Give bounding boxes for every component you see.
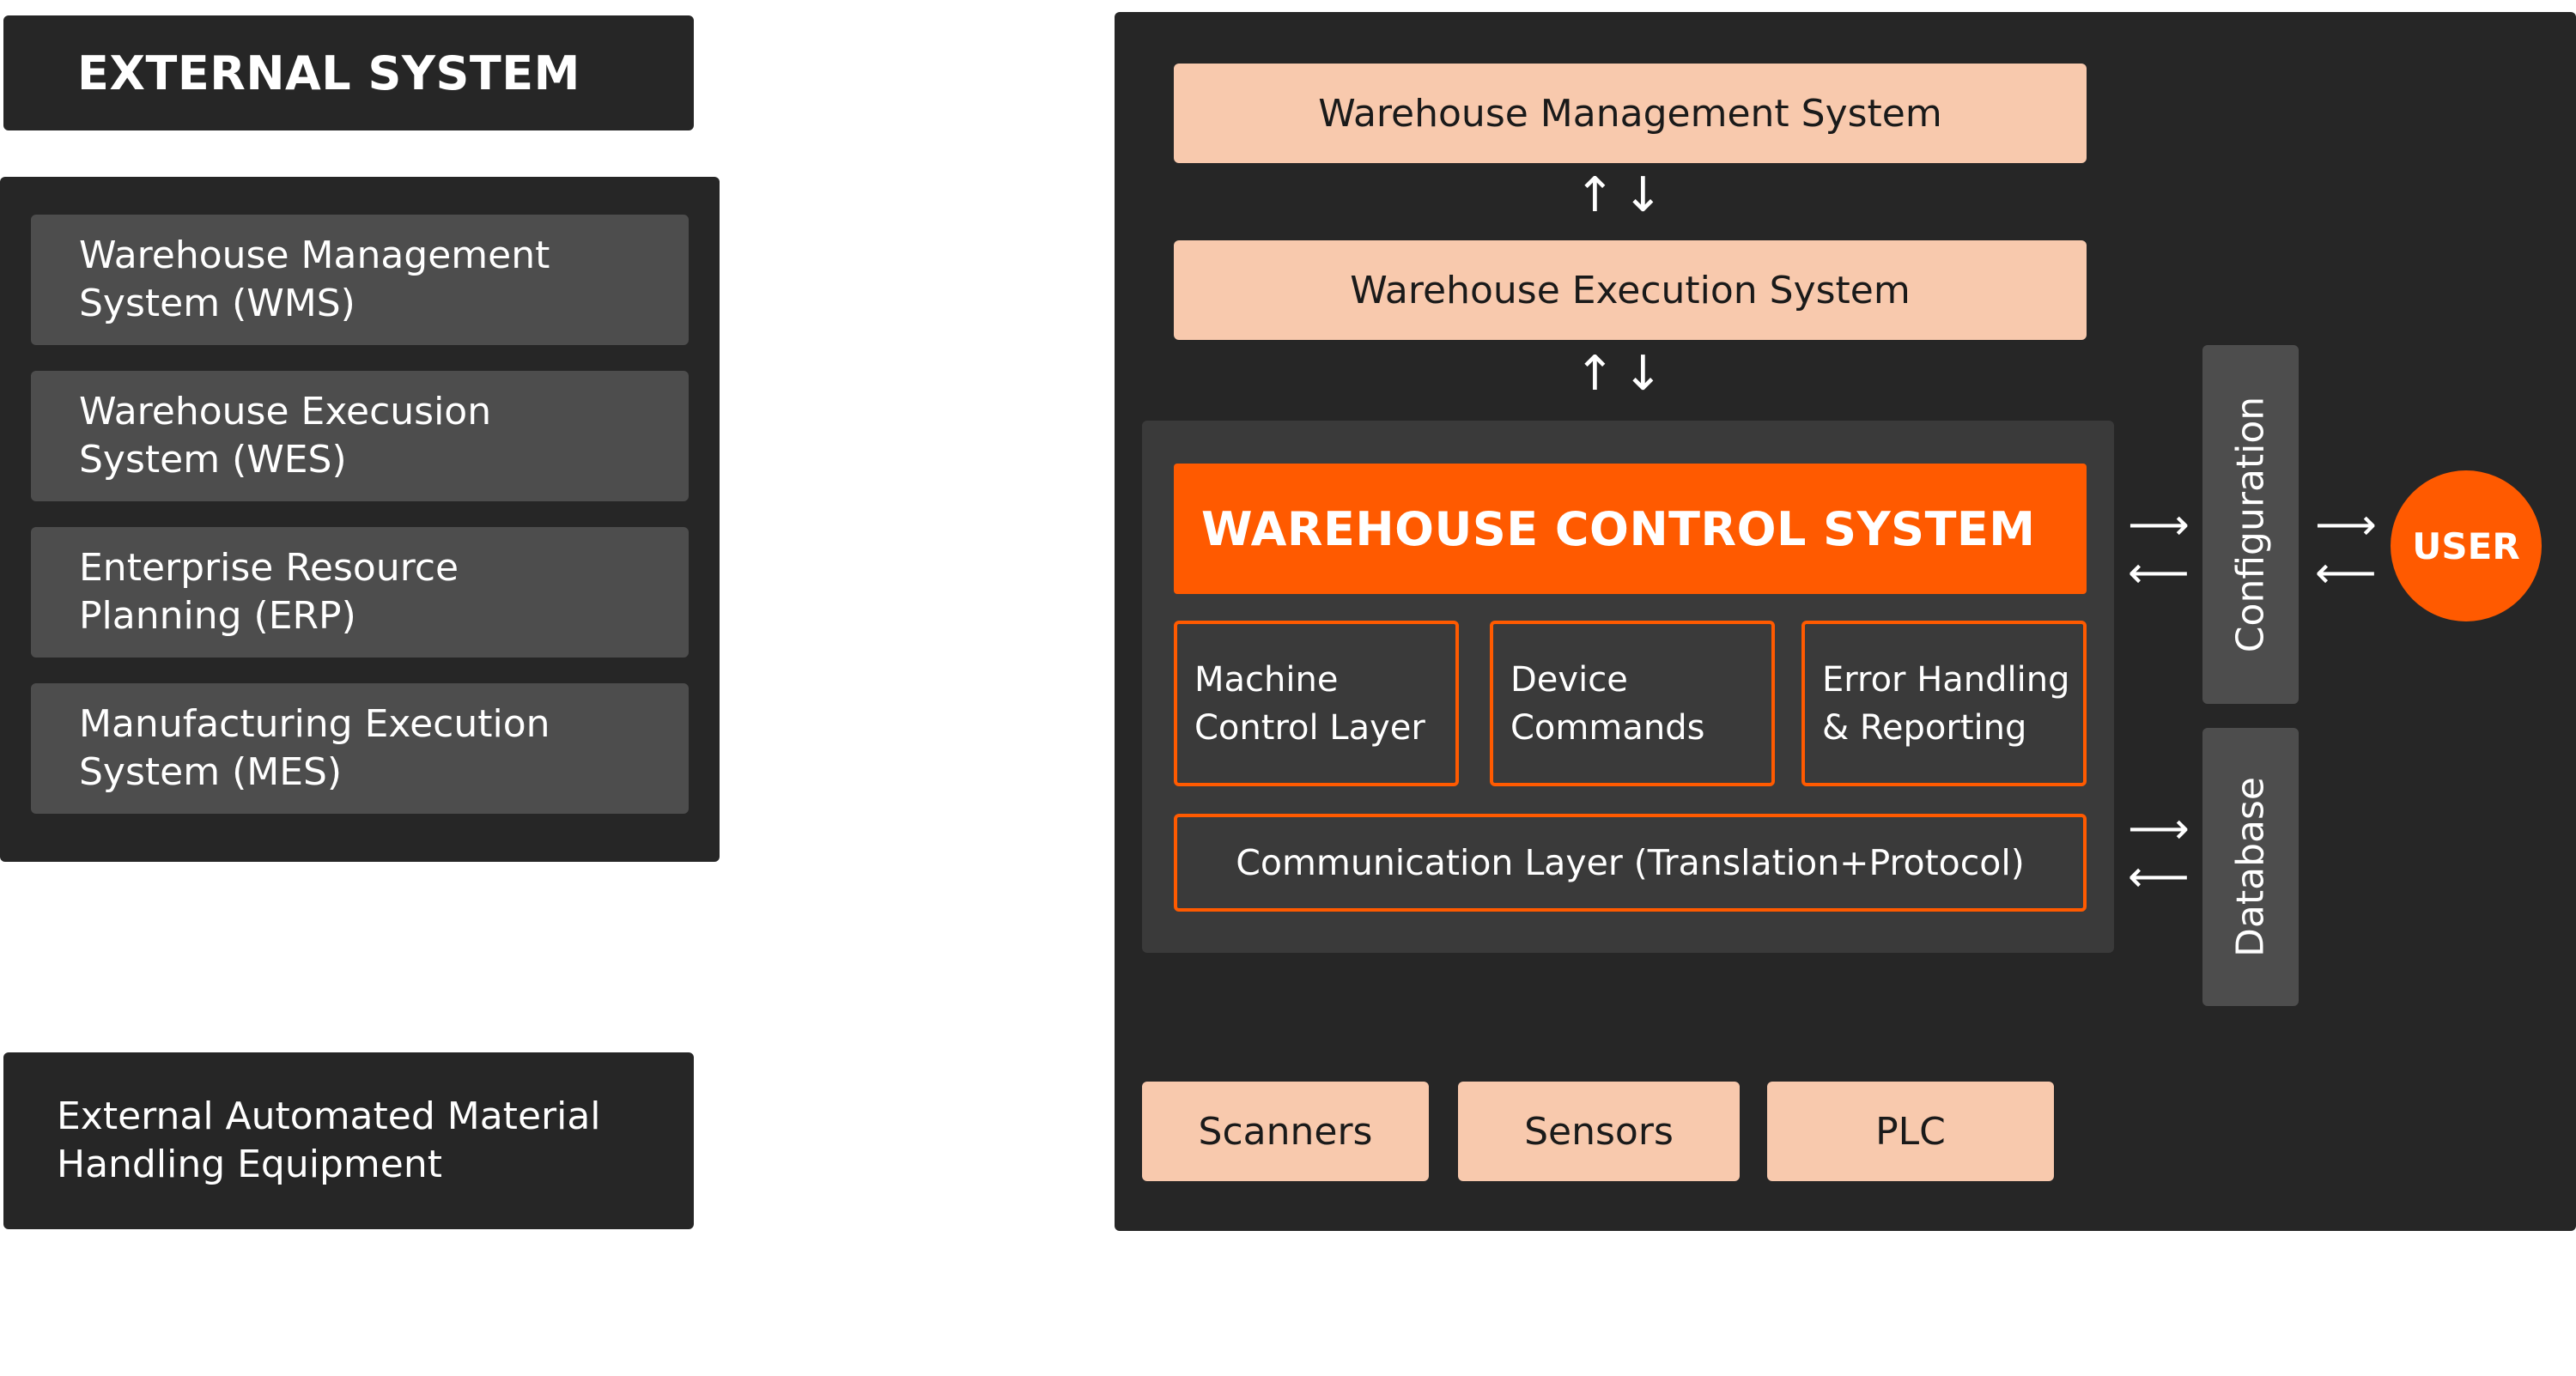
external-item-wes-line2: System (WES) [79,438,347,482]
external-amhe-line2: Handling Equipment [57,1143,442,1186]
external-amhe-line1: External Automated Material [57,1094,601,1138]
wcs-title: WAREHOUSE CONTROL SYSTEM [1201,501,2036,556]
arrow-left-icon: ⟵ [2315,548,2377,597]
database-label: Database [2228,777,2273,957]
module-error-handling-line1: Error Handling [1822,659,2070,700]
device-scanners-label: Scanners [1198,1109,1373,1154]
module-device-commands-line1: Device [1510,659,1628,700]
external-amhe-box: External Automated Material Handling Equ… [3,1052,694,1229]
external-system-title: EXTERNAL SYSTEM [77,45,580,100]
arrow-left-icon: ⟵ [2128,852,2190,901]
communication-layer-box: Communication Layer (Translation+Protoco… [1174,814,2087,912]
arrow-right-icon: ⟶ [2315,500,2377,549]
external-item-wms-line2: System (WMS) [79,282,355,325]
external-item-wes: Warehouse Execusion System (WES) [31,371,689,501]
external-item-wms: Warehouse Management System (WMS) [31,215,689,345]
arrow-down-icon: ↓ [1623,167,1663,223]
external-item-wms-line1: Warehouse Management [79,233,550,277]
device-sensors: Sensors [1458,1082,1740,1181]
device-plc: PLC [1767,1082,2054,1181]
device-sensors-label: Sensors [1524,1109,1674,1154]
external-item-erp-line1: Enterprise Resource [79,546,459,590]
configuration-label: Configuration [2228,396,2273,653]
module-device-commands: Device Commands [1490,621,1775,786]
external-item-mes: Manufacturing Execution System (MES) [31,683,689,814]
device-plc-label: PLC [1875,1109,1946,1154]
module-error-handling: Error Handling & Reporting [1801,621,2087,786]
arrow-right-icon: ⟶ [2128,803,2190,853]
arrow-left-icon: ⟵ [2128,548,2190,597]
arrow-right-icon: ⟶ [2128,500,2190,549]
arrow-up-icon: ↑ [1575,346,1615,402]
external-item-wes-line1: Warehouse Execusion [79,390,492,433]
arrow-down-icon: ↓ [1623,346,1663,402]
external-system-header: EXTERNAL SYSTEM [3,15,694,130]
external-item-mes-line1: Manufacturing Execution [79,702,550,746]
module-machine-control: Machine Control Layer [1174,621,1459,786]
module-machine-control-line2: Control Layer [1194,707,1425,748]
external-item-erp: Enterprise Resource Planning (ERP) [31,527,689,658]
configuration-box: Configuration [2202,345,2299,704]
user-label: USER [2412,524,2520,567]
communication-layer-label: Communication Layer (Translation+Protoco… [1236,842,2025,883]
user-circle: USER [2391,470,2542,621]
arrow-up-icon: ↑ [1575,167,1615,223]
wms-box: Warehouse Management System [1174,64,2087,163]
module-machine-control-line1: Machine [1194,659,1339,700]
external-system-panel: Warehouse Management System (WMS) Wareho… [0,177,720,862]
database-box: Database [2202,728,2299,1006]
wes-box: Warehouse Execution System [1174,240,2087,340]
wms-label: Warehouse Management System [1318,91,1942,136]
module-error-handling-line2: & Reporting [1822,707,2027,748]
device-scanners: Scanners [1142,1082,1429,1181]
wcs-title-bar: WAREHOUSE CONTROL SYSTEM [1174,464,2087,594]
module-device-commands-line2: Commands [1510,707,1705,748]
wes-label: Warehouse Execution System [1350,268,1911,312]
external-item-mes-line2: System (MES) [79,750,343,794]
external-item-erp-line2: Planning (ERP) [79,594,356,638]
